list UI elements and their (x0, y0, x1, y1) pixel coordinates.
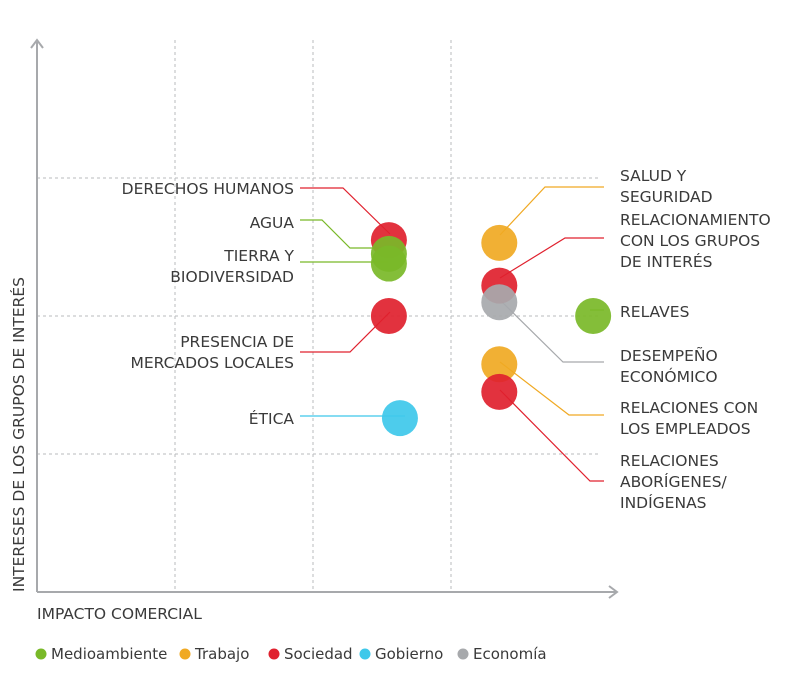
legend-label: Trabajo (194, 645, 249, 663)
point-label: RELAVES (620, 303, 689, 321)
point-label: CON LOS GRUPOS (620, 232, 760, 250)
point-label: TIERRA Y (223, 247, 294, 265)
data-point-medioambiente (370, 245, 407, 282)
axes (30, 38, 619, 599)
connector-line (499, 389, 604, 482)
point-label: DESEMPEÑO (620, 346, 718, 365)
legend-swatch (457, 648, 469, 660)
point-label: PRESENCIA DE (180, 333, 294, 351)
data-points (370, 222, 612, 437)
point-label: RELACIONES CON (620, 399, 758, 417)
point-label: LOS EMPLEADOS (620, 420, 751, 438)
legend-swatch (268, 648, 280, 660)
point-label: ECONÓMICO (620, 367, 718, 386)
connector-line (499, 237, 604, 279)
data-point-trabajo (481, 224, 518, 261)
connector-line (300, 187, 391, 235)
data-point-trabajo (481, 346, 518, 383)
legend-swatch (359, 648, 371, 660)
point-label: ABORÍGENES/ (620, 472, 728, 491)
legend-label: Medioambiente (51, 645, 167, 663)
point-label: RELACIONAMIENTO (620, 211, 771, 229)
legend-label: Gobierno (375, 645, 443, 663)
label-connectors (300, 186, 604, 482)
connector-line (499, 299, 604, 363)
point-label: BIODIVERSIDAD (170, 268, 294, 286)
y-axis-label: INTERESES DE LOS GRUPOS DE INTERÉS (9, 277, 28, 592)
point-label: SEGURIDAD (620, 188, 713, 206)
point-label: SALUD Y (620, 167, 687, 185)
legend-swatch (179, 648, 191, 660)
data-point-gobierno (381, 400, 418, 437)
data-point-economía (481, 284, 518, 321)
point-labels: DERECHOS HUMANOS AGUA TIERRA Y BIODIVERSIDA… (122, 167, 771, 512)
point-label: MERCADOS LOCALES (131, 354, 294, 372)
point-label: DE INTERÉS (620, 252, 713, 271)
point-label: DERECHOS HUMANOS (122, 180, 294, 198)
x-axis-arrow (608, 585, 619, 599)
connector-line (499, 186, 604, 236)
data-point-medioambiente (575, 298, 612, 334)
data-point-sociedad (481, 373, 518, 410)
legend-swatch (35, 648, 47, 660)
point-label: AGUA (250, 214, 295, 232)
legend-label: Economía (473, 645, 547, 663)
legend-label: Sociedad (284, 645, 353, 663)
x-axis-label: IMPACTO COMERCIAL (37, 605, 202, 623)
point-label: INDÍGENAS (620, 493, 707, 512)
point-label: RELACIONES (620, 452, 719, 470)
y-axis-arrow (30, 38, 44, 49)
connector-line (499, 361, 604, 416)
data-point-sociedad (370, 298, 407, 334)
connector-line (300, 219, 388, 249)
legend: Medioambiente Trabajo Sociedad Gobierno Econ… (35, 645, 547, 663)
point-label: ÉTICA (249, 409, 295, 428)
